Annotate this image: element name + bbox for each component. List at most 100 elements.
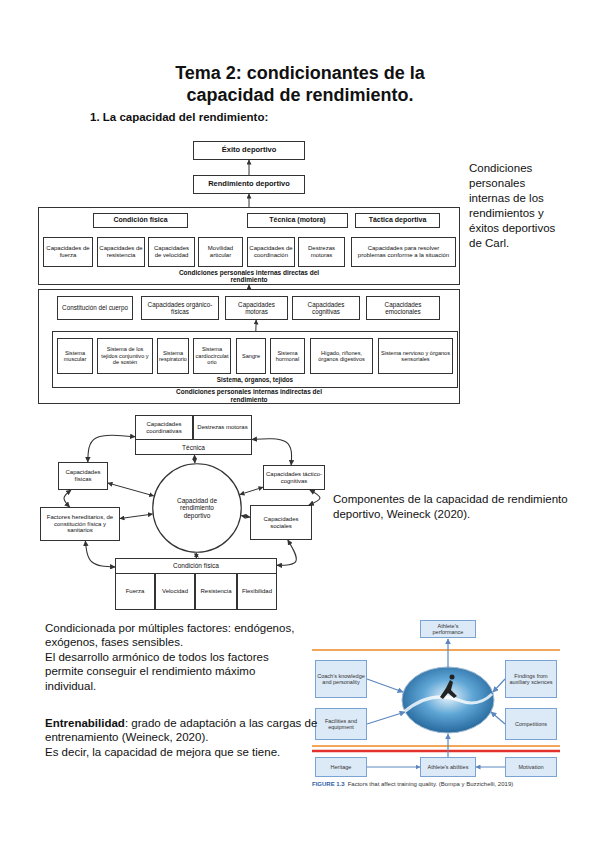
process-box: Sistema de los tejidos conjuntivo y de s… xyxy=(97,338,153,374)
center-circle: Capacidad de rendimiento deportivo xyxy=(152,463,242,553)
node-text: Técnica (motora) xyxy=(269,216,325,224)
process-box: Capacidades de resistencia xyxy=(97,237,145,267)
process-box: Hígado, riñones, órganos digestivos xyxy=(310,338,373,374)
node-text: Capacidades físicas xyxy=(60,469,106,483)
node-text: Facilities and equipment xyxy=(317,718,365,731)
process-box: Constitución del cuerpo xyxy=(57,296,133,320)
process-box: Sistema hormonal xyxy=(270,338,305,374)
process-box: Capacidades físicas xyxy=(58,462,108,490)
node-text: Sistema de los tejidos conjuntivo y de s… xyxy=(99,346,151,365)
node-text: Flexibilidad xyxy=(242,588,272,595)
connector-arrow xyxy=(88,435,135,462)
connector-arrow xyxy=(120,514,152,518)
frame-label: Condición física xyxy=(115,559,277,573)
influence-arrow xyxy=(367,679,403,692)
process-box: Condición física xyxy=(93,213,188,228)
influence-arrow xyxy=(447,734,448,757)
node-text: Motivation xyxy=(518,764,543,770)
node-text: Athlete's performance xyxy=(422,623,474,636)
group-frame: Sistema, órganos, tejidos Sistema muscula… xyxy=(52,331,458,388)
caption-text: Factors that affect training quality. (B… xyxy=(348,781,514,787)
process-box: Capacidades de coordinación xyxy=(247,237,295,267)
process-box: Capacidades para resolver problemas conf… xyxy=(351,237,456,267)
process-box: Facilities and equipment xyxy=(315,708,367,740)
surfer-figure xyxy=(440,680,457,699)
node-text: Hígado, riñones, órganos digestivos xyxy=(312,350,371,363)
figure-caption: FIGURE 1.3Factors that affect training q… xyxy=(312,781,562,788)
process-box: Sangre xyxy=(236,338,266,374)
process-box: Findings from auxiliary sciences xyxy=(505,660,557,698)
node-text: Táctica deportiva xyxy=(369,216,427,224)
connector-arrow xyxy=(108,483,154,496)
frame-label: Sistema, órganos, tejidos xyxy=(52,375,458,386)
process-box: Sistema respiratorio xyxy=(157,338,189,374)
node-text: Findings from auxiliary sciences xyxy=(507,673,555,686)
process-box: Heritage xyxy=(315,757,367,777)
node-text: Sangre xyxy=(242,353,260,359)
process-box: Éxito deportivo xyxy=(193,141,305,160)
node-text: Athlete's abilities xyxy=(428,764,469,770)
connector-arrow xyxy=(252,439,292,465)
process-box: Capacidades orgánico-físicas xyxy=(141,296,219,320)
process-box: Táctica deportiva xyxy=(355,213,440,228)
process-box: Destrezas motoras xyxy=(298,237,345,267)
node-text: Éxito deportivo xyxy=(222,146,277,155)
node-text: Capacidades de fuerza xyxy=(45,245,91,259)
frame-label: Condiciones personales internas directas… xyxy=(160,268,338,284)
process-box: Flexibilidad xyxy=(237,573,277,610)
group-frame: Condiciones personales internas directas… xyxy=(38,207,460,285)
node-text: Fuerza xyxy=(126,588,145,595)
process-box: Athlete's performance xyxy=(420,620,476,638)
connector-arrow xyxy=(255,320,256,331)
node-text: Rendimiento deportivo xyxy=(208,180,290,189)
node-text: Capacidades motoras xyxy=(227,301,286,315)
note-text: Condiciones personales internas de los r… xyxy=(469,161,565,251)
figure-number: FIGURE 1.3 xyxy=(312,781,345,787)
process-box: Sistema nervioso y órganos sensoriales xyxy=(378,338,453,374)
frame-label: Técnica xyxy=(135,440,252,455)
group-frame: Condición físicaFuerza Velocidad Resistenc… xyxy=(115,558,277,610)
process-box: Capacidades sociales xyxy=(250,505,312,540)
surfer-illustration xyxy=(402,667,494,733)
process-box: Capacidades de velocidad xyxy=(148,237,195,267)
node-text: Capacidades de coordinación xyxy=(249,245,293,259)
node-text: Capacidades para resolver problemas conf… xyxy=(353,245,454,259)
process-box: Velocidad xyxy=(155,573,195,610)
node-text: Sistema muscular xyxy=(59,350,91,363)
connector-arrow xyxy=(367,767,420,768)
connector-arrow xyxy=(194,455,195,463)
node-text: Heritage xyxy=(331,764,352,770)
process-box: Motivation xyxy=(505,757,557,777)
node-text: Movilidad articular xyxy=(200,245,241,259)
process-box: Capacidades motoras xyxy=(225,296,288,320)
surfer-head xyxy=(450,675,455,680)
connector-arrow xyxy=(64,490,71,507)
connector-arrow xyxy=(240,487,263,494)
connector-arrow xyxy=(85,541,115,567)
process-box: Movilidad articular xyxy=(198,237,243,267)
frame-label: Condiciones personales internas indirect… xyxy=(158,388,340,403)
connector-arrow xyxy=(309,490,320,505)
process-box: Capacidades táctico-cognitivas xyxy=(263,465,325,490)
node-text: Sistema nervioso y órganos sensoriales xyxy=(380,350,451,363)
node-text: Resistencia xyxy=(200,588,231,595)
process-box: Técnica (motora) xyxy=(247,213,348,228)
process-box: Resistencia xyxy=(195,573,237,610)
red-band-line xyxy=(312,750,560,753)
node-text: Capacidades de resistencia xyxy=(99,245,143,259)
note-text: Condicionada por múltiples factores: end… xyxy=(45,621,303,650)
node-text: Sistema cardiocirculatorio xyxy=(195,346,229,365)
process-box: Capacidades de fuerza xyxy=(43,237,93,267)
orange-band-line xyxy=(312,649,560,651)
process-box: Athlete's abilities xyxy=(420,757,476,777)
node-text: Sistema respiratorio xyxy=(159,350,187,363)
definition-paragraph: Entrenabilidad: grado de adaptación a la… xyxy=(45,716,320,759)
note-text: Componentes de la capacidad de rendimien… xyxy=(333,492,568,522)
influence-arrow xyxy=(367,712,405,724)
influence-arrow xyxy=(493,679,505,692)
connector-arrow xyxy=(241,516,250,517)
term: Entrenabilidad xyxy=(45,717,125,729)
process-box: Factores hereditarios, de constitución f… xyxy=(40,507,120,541)
circle-outline xyxy=(153,464,242,553)
